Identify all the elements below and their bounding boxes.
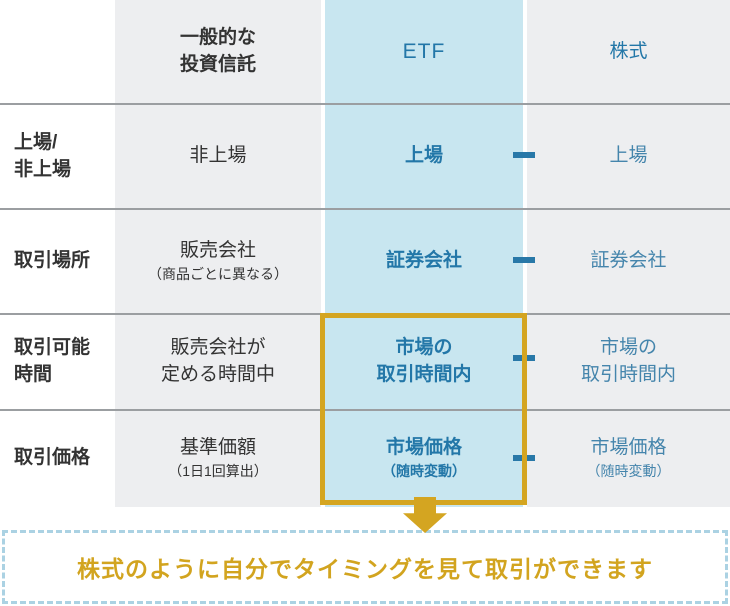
column-gap [321, 0, 325, 104]
callout-message: 株式のように自分でタイミングを見て取引ができます [77, 556, 653, 582]
cell-note-text: （1日1回算出） [168, 463, 268, 480]
equals-dash [513, 152, 535, 158]
etf-highlight-border [320, 313, 527, 505]
cell-note-text: （随時変動） [382, 463, 466, 480]
column-header-mutual-fund: 一般的な 投資信託 [115, 0, 321, 104]
row-separator [0, 103, 730, 105]
column-gap [321, 104, 325, 209]
row-label-trading-place: 取引場所 [0, 209, 115, 314]
row-separator [0, 409, 730, 411]
cell-etf-trading-place: 証券会社 [325, 209, 523, 314]
cell-etf-trading-hours: 市場の 取引時間内 [325, 314, 523, 410]
equals-dash [513, 257, 535, 263]
row-label-listing: 上場/ 非上場 [0, 104, 115, 209]
cell-stock-trading-place: 証券会社 [527, 209, 730, 314]
cell-stock-trading-hours: 市場の 取引時間内 [527, 314, 730, 410]
cell-note-text: （商品ごとに異なる） [148, 266, 288, 283]
column-gap [321, 209, 325, 314]
cell-stock-listing: 上場 [527, 104, 730, 209]
cell-etf-listing: 上場 [325, 104, 523, 209]
column-header-stock: 株式 [527, 0, 730, 104]
cell-mutual-fund-trading-place: 販売会社 （商品ごとに異なる） [115, 209, 321, 314]
cell-etf-trading-price: 市場価格 （随時変動） [325, 410, 523, 507]
cell-mutual-fund-trading-hours: 販売会社が 定める時間中 [115, 314, 321, 410]
corner-cell [0, 0, 115, 104]
cell-main-text: 市場価格 [590, 436, 667, 458]
cell-mutual-fund-listing: 非上場 [115, 104, 321, 209]
comparison-table: 一般的な 投資信託 ETF 株式 上場/ 非上場 非上場 上場 上場 取引場所 … [0, 0, 730, 507]
column-gap [523, 0, 527, 104]
cell-stock-trading-price: 市場価格 （随時変動） [527, 410, 730, 507]
cell-mutual-fund-trading-price: 基準価額 （1日1回算出） [115, 410, 321, 507]
cell-note-text: （随時変動） [586, 463, 671, 480]
cell-main-text: 販売会社 [179, 239, 256, 261]
cell-main-text: 基準価額 [179, 436, 256, 458]
column-header-etf: ETF [325, 0, 523, 104]
row-label-trading-price: 取引価格 [0, 410, 115, 507]
row-label-trading-hours: 取引可能 時間 [0, 314, 115, 410]
cell-main-text: 市場価格 [385, 436, 462, 458]
callout-box: 株式のように自分でタイミングを見て取引ができます [2, 530, 728, 604]
row-separator [0, 208, 730, 210]
